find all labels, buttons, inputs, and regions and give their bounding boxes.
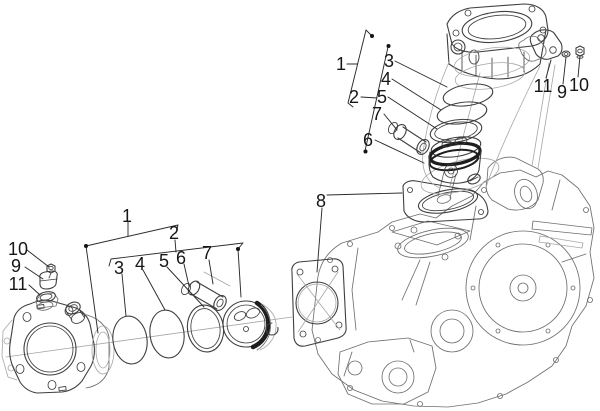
callout-top-9: 9: [557, 82, 567, 102]
callout-bottom-5: 5: [159, 251, 169, 271]
base-gasket: [291, 258, 347, 347]
callout-top-5: 5: [377, 87, 387, 107]
circlip-bottom: [265, 322, 279, 336]
callout-top-2: 2: [349, 87, 359, 107]
callout-lines: [24, 29, 581, 334]
callout-bottom-4: 4: [135, 254, 145, 274]
callout-bottom-6: 6: [176, 248, 186, 268]
piston-rings-top: [429, 83, 494, 144]
callout-bottom-10: 10: [8, 239, 28, 259]
outlet-plate: [518, 29, 563, 62]
callout-top-7: 7: [372, 104, 382, 124]
sensor-cap-stack: [36, 263, 58, 311]
washer-top: [561, 50, 571, 58]
callout-top-4: 4: [381, 69, 391, 89]
piston-bottom: [222, 300, 277, 351]
callout-top-6: 6: [363, 130, 373, 150]
callout-top-1: 1: [336, 54, 346, 74]
callout-bottom-7: 7: [202, 243, 212, 263]
cylinder-top: [420, 3, 549, 195]
head-gasket: [402, 180, 489, 223]
callout-bottom-2: 2: [169, 223, 179, 243]
axis-lines: [5, 72, 481, 358]
callout-bottom-1: 1: [122, 206, 132, 226]
callout-top-11: 11: [534, 76, 553, 96]
crankcase: [311, 62, 595, 408]
piston-pin-top: [387, 122, 430, 156]
callout-bottom-9: 9: [11, 256, 21, 276]
callout-bottom-11: 11: [9, 274, 28, 294]
callout-bottom-3: 3: [114, 258, 124, 278]
callout-top-3: 3: [384, 51, 394, 71]
callout-bottom-8: 8: [316, 191, 326, 211]
circlip-top: [467, 173, 481, 185]
callout-top-10: 10: [569, 75, 589, 95]
piston-top: [428, 136, 482, 184]
cylinder-front: [1, 292, 115, 394]
callout-numbers: 1 2 3 4 5 7 6 11 9 10 1 2 3 4 5 6 7 8 10…: [8, 51, 589, 294]
